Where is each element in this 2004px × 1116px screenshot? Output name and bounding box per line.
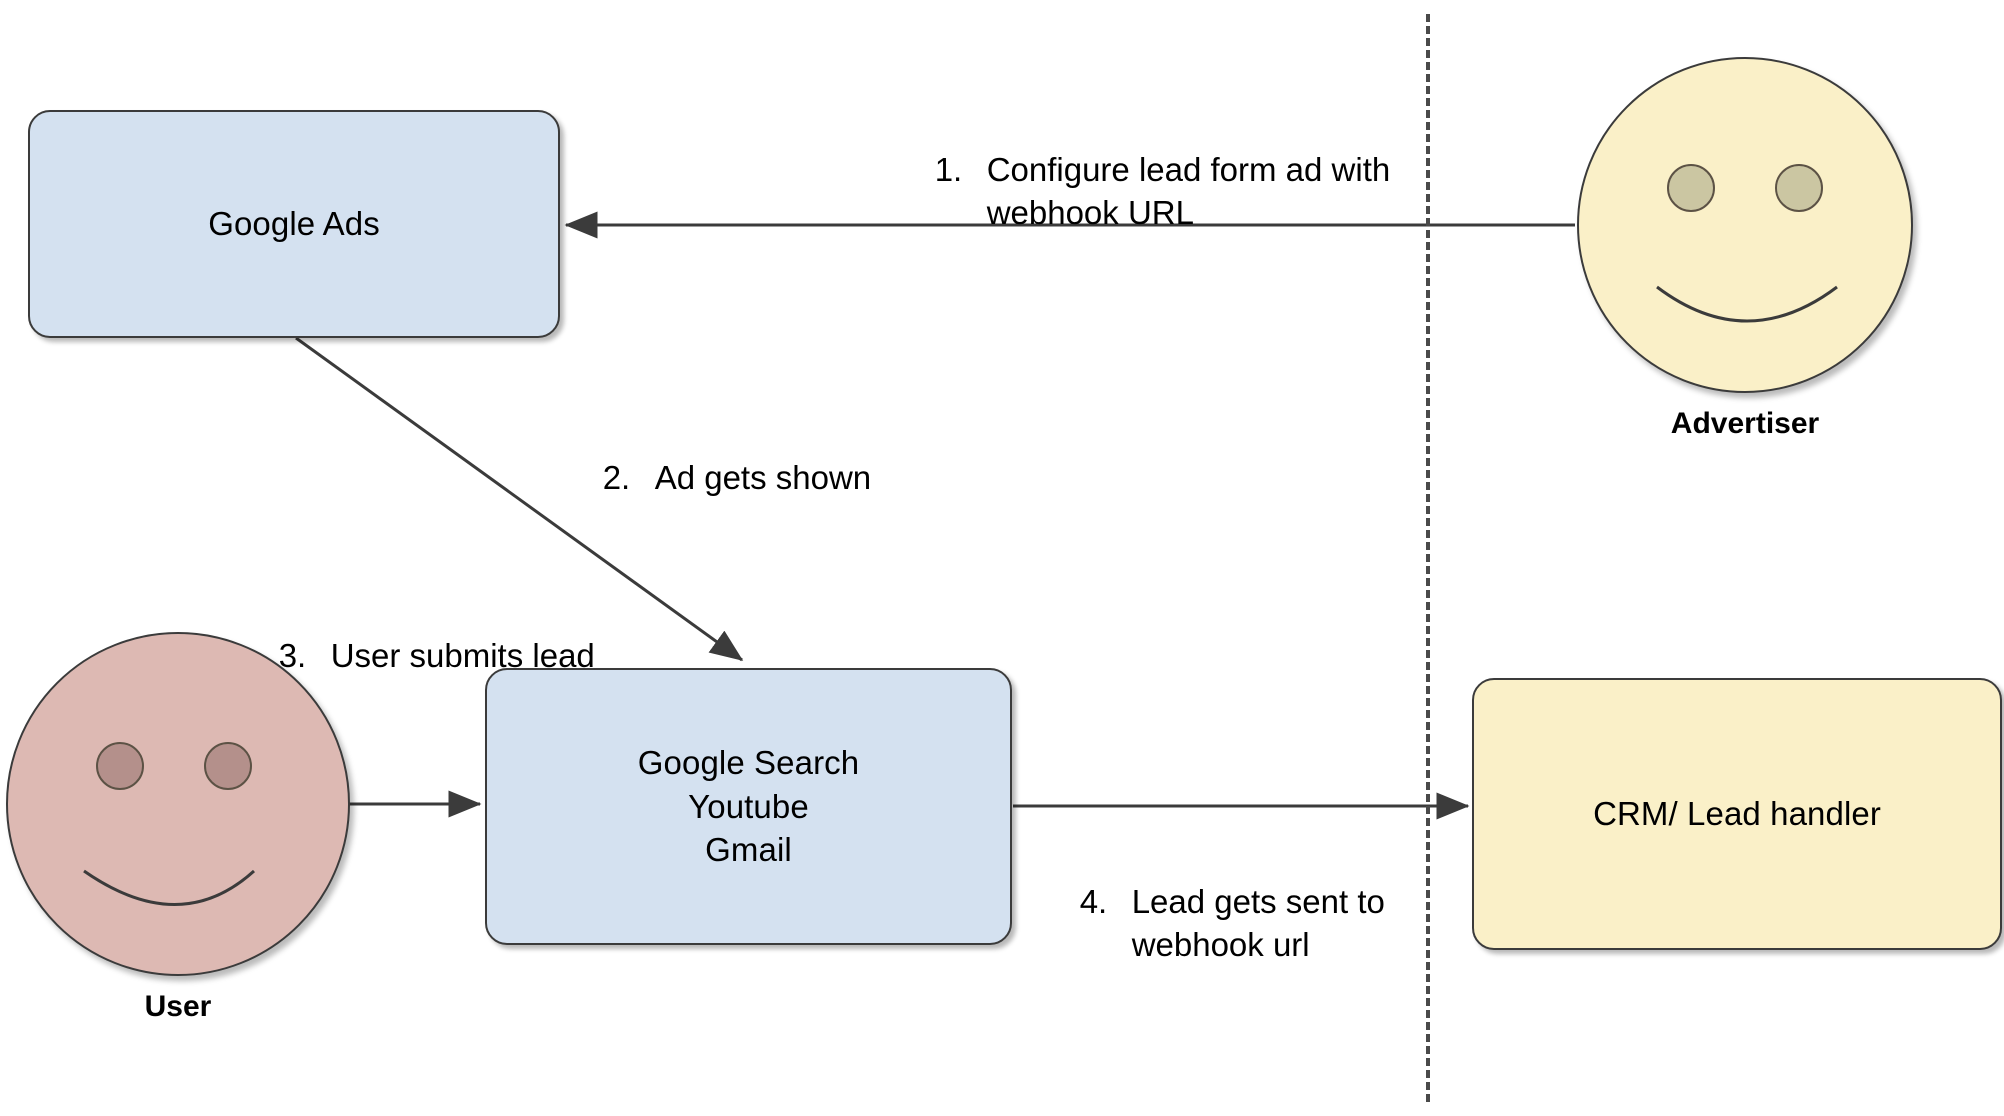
step-2-number: 2. (602, 458, 631, 496)
user-face-icon (6, 632, 350, 976)
actor-user[interactable]: User (6, 632, 350, 1024)
node-google-ads-label: Google Ads (208, 205, 380, 243)
node-crm-label: CRM/ Lead handler (1593, 795, 1881, 833)
step-3-text: User submits lead (330, 636, 595, 674)
step-3-number: 3. (278, 636, 307, 674)
step-1-text: Configure lead form ad with webhook URL (987, 149, 1391, 235)
node-google-ads[interactable]: Google Ads (28, 110, 560, 338)
boundary-divider (1426, 14, 1430, 1102)
step-4-number: 4. (1079, 882, 1108, 920)
edge-label-step-2: 2. Ad gets shown (566, 414, 871, 543)
edge-label-step-4: 4. Lead gets sent to webhook url (1043, 838, 1385, 1010)
advertiser-right-eye-icon (1775, 164, 1823, 212)
advertiser-smile-icon (1656, 285, 1838, 323)
node-properties-line-3: Gmail (705, 831, 792, 869)
actor-user-label: User (144, 990, 212, 1023)
step-4-text: Lead gets sent to webhook url (1132, 881, 1385, 967)
edge-label-step-3: 3. User submits lead (242, 592, 595, 721)
user-right-eye-icon (204, 742, 252, 790)
node-properties-line-2: Youtube (688, 787, 809, 825)
node-properties-line-1: Google Search (637, 744, 860, 782)
edge-label-step-1: 1. Configure lead form ad with webhook URL (898, 106, 1391, 278)
actor-advertiser-label: Advertiser (1670, 407, 1820, 440)
step-1-number: 1. (934, 150, 963, 188)
step-1-line-1: Configure lead form ad with (986, 150, 1391, 188)
node-google-properties-label: Google Search Youtube Gmail (638, 741, 859, 872)
node-google-properties[interactable]: Google Search Youtube Gmail (485, 668, 1012, 945)
step-4-line-1: Lead gets sent to (1131, 882, 1385, 920)
advertiser-left-eye-icon (1667, 164, 1715, 212)
user-smile-icon (83, 869, 256, 906)
node-crm-lead-handler[interactable]: CRM/ Lead handler (1472, 678, 2002, 950)
actor-advertiser[interactable]: Advertiser (1577, 57, 1913, 441)
step-4-line-2: webhook url (1131, 925, 1310, 963)
user-left-eye-icon (96, 742, 144, 790)
step-2-text: Ad gets shown (654, 458, 872, 496)
advertiser-face-icon (1577, 57, 1913, 393)
step-1-line-2: webhook URL (986, 193, 1194, 231)
